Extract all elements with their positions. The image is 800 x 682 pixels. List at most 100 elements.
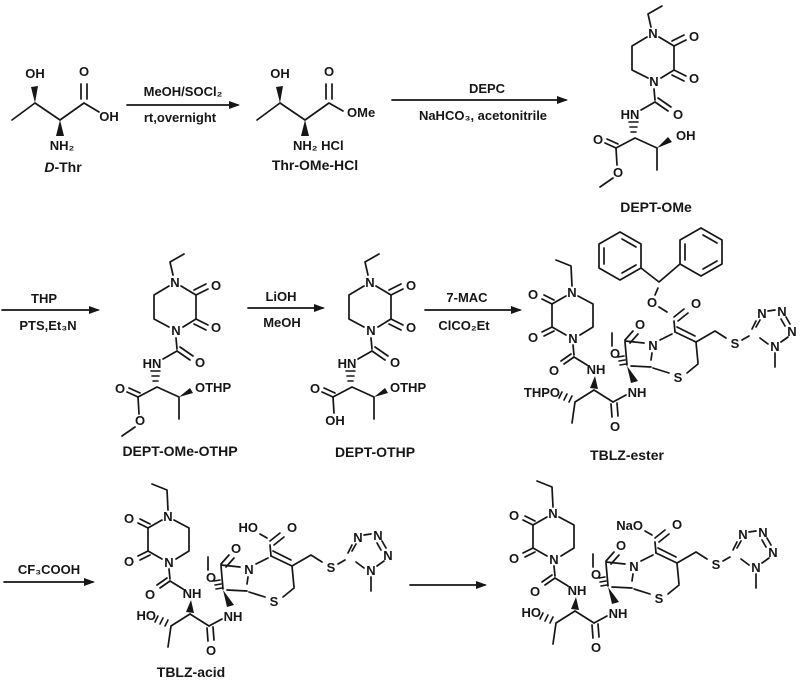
bond-lines [541,227,791,424]
atom-label: NH [609,606,628,621]
atom-label: HO [522,605,542,620]
atom-label: NH [628,385,647,400]
atom-label: N [751,560,760,575]
atom-label: O [509,551,519,566]
reagent-label: MeOH/SOCl₂ [144,84,223,99]
atom-label: THPO [524,385,560,400]
atom-label: N [770,339,779,354]
atom-label: N [373,528,382,543]
atom-label: NH [183,586,202,601]
reagent-label: rt,overnight [144,110,217,125]
reaction-arrow-6: CF₃COOH [3,562,95,586]
reaction-arrow-7 [409,581,487,589]
atom-label: S [712,557,721,572]
compound-name: TBLZ-acid [157,664,225,680]
atom-label: HN [338,356,357,371]
atom-label: O [613,165,623,180]
reagent-label: 7-MAC [446,290,488,305]
atom-label: O [610,346,620,361]
atom-label: O [115,381,125,396]
atom-label: O [691,296,701,311]
atom-label: O [530,584,540,599]
atom-label: O [135,413,145,428]
compound-name: Thr-OMe-HCl [272,157,358,173]
atom-label: O [406,278,416,293]
atom-label: S [327,560,336,575]
compound-name: DEPT-OTHP [335,444,415,460]
reagent-label: DEPC [469,81,506,96]
atom-label: S [674,370,683,385]
atom-label: N [366,563,375,578]
atom-label: O [390,355,400,370]
atom-label: N [366,323,375,338]
atom-label: N [648,26,657,41]
atom-label: O [310,381,320,396]
atom-label: N [768,545,777,560]
bond-lines [11,83,100,136]
bond-lines [599,5,687,188]
atom-label: N [757,306,766,321]
atom-label: NH₂ [50,138,75,153]
atom-label: O [124,511,134,526]
reaction-arrow-3: THP PTS,Et₃N [1,291,100,333]
reaction-arrow-4: LiOH MeOH [247,289,325,330]
atom-label: O [610,419,620,434]
atom-label: OTHP [390,380,426,395]
atom-label: O [593,132,603,147]
atom-label: O [124,554,134,569]
atom-label: OH [676,128,696,143]
atom-label: O [206,570,216,585]
bond-lines [522,480,772,645]
bond-lines [137,483,387,648]
atom-label: O [591,640,601,655]
atom-label: O [689,29,699,44]
bond-lines [121,253,209,437]
atom-label: N [648,338,657,353]
atom-label: N [171,323,180,338]
molecule-tblz-acid: N O O N O NH HO O NH O O N HO O S S N N … [124,483,393,680]
compound-name: DEPT-OMe-OTHP [122,443,237,459]
atom-label: O [672,517,682,532]
reaction-arrow-5: 7-MAC ClCO₂Et [424,290,522,333]
atom-label: OH [325,413,345,428]
compound-name: TBLZ-ester [590,447,664,463]
reaction-arrow-1: MeOH/SOCl₂ rt,overnight [126,84,240,125]
atom-label: NH [568,583,587,598]
bond-lines [321,253,404,420]
atom-label: NH [224,609,243,624]
atom-label: O [195,355,205,370]
atom-label: O [231,541,241,556]
atom-label: N [758,525,767,540]
atom-label: OH [25,66,45,81]
atom-label: O [406,320,416,335]
atom-label: N [777,304,786,319]
reagent-label: NaHCO₃, acetonitrile [419,108,547,123]
atom-label: OTHP [195,380,231,395]
atom-label: HN [143,356,162,371]
atom-label: O [616,538,626,553]
atom-label: N [738,527,747,542]
atom-label: O [673,107,683,122]
reagent-label: THP [31,291,57,306]
atom-label: O [635,317,645,332]
compound-name-prefix: D [44,159,54,175]
atom-label: NH [587,362,606,377]
atom-label: OMe [347,105,375,120]
atom-label: HN [621,107,640,122]
atom-label: O [528,287,538,302]
atom-label: N [353,530,362,545]
atom-label: OH [270,66,290,81]
atom-label: S [655,591,664,606]
atom-label: O [211,278,221,293]
atom-label: O [509,508,519,523]
atom-label: NH₂ HCl [293,138,344,153]
atom-label: O [324,64,334,79]
atom-label: N [787,324,796,339]
atom-label: HO [137,608,157,623]
atom-label: N [170,275,179,290]
atom-label: OH [99,109,119,124]
reagent-label: PTS,Et₃N [19,318,76,333]
atom-label: HO [239,520,259,535]
reagent-label: ClCO₂Et [438,318,490,333]
